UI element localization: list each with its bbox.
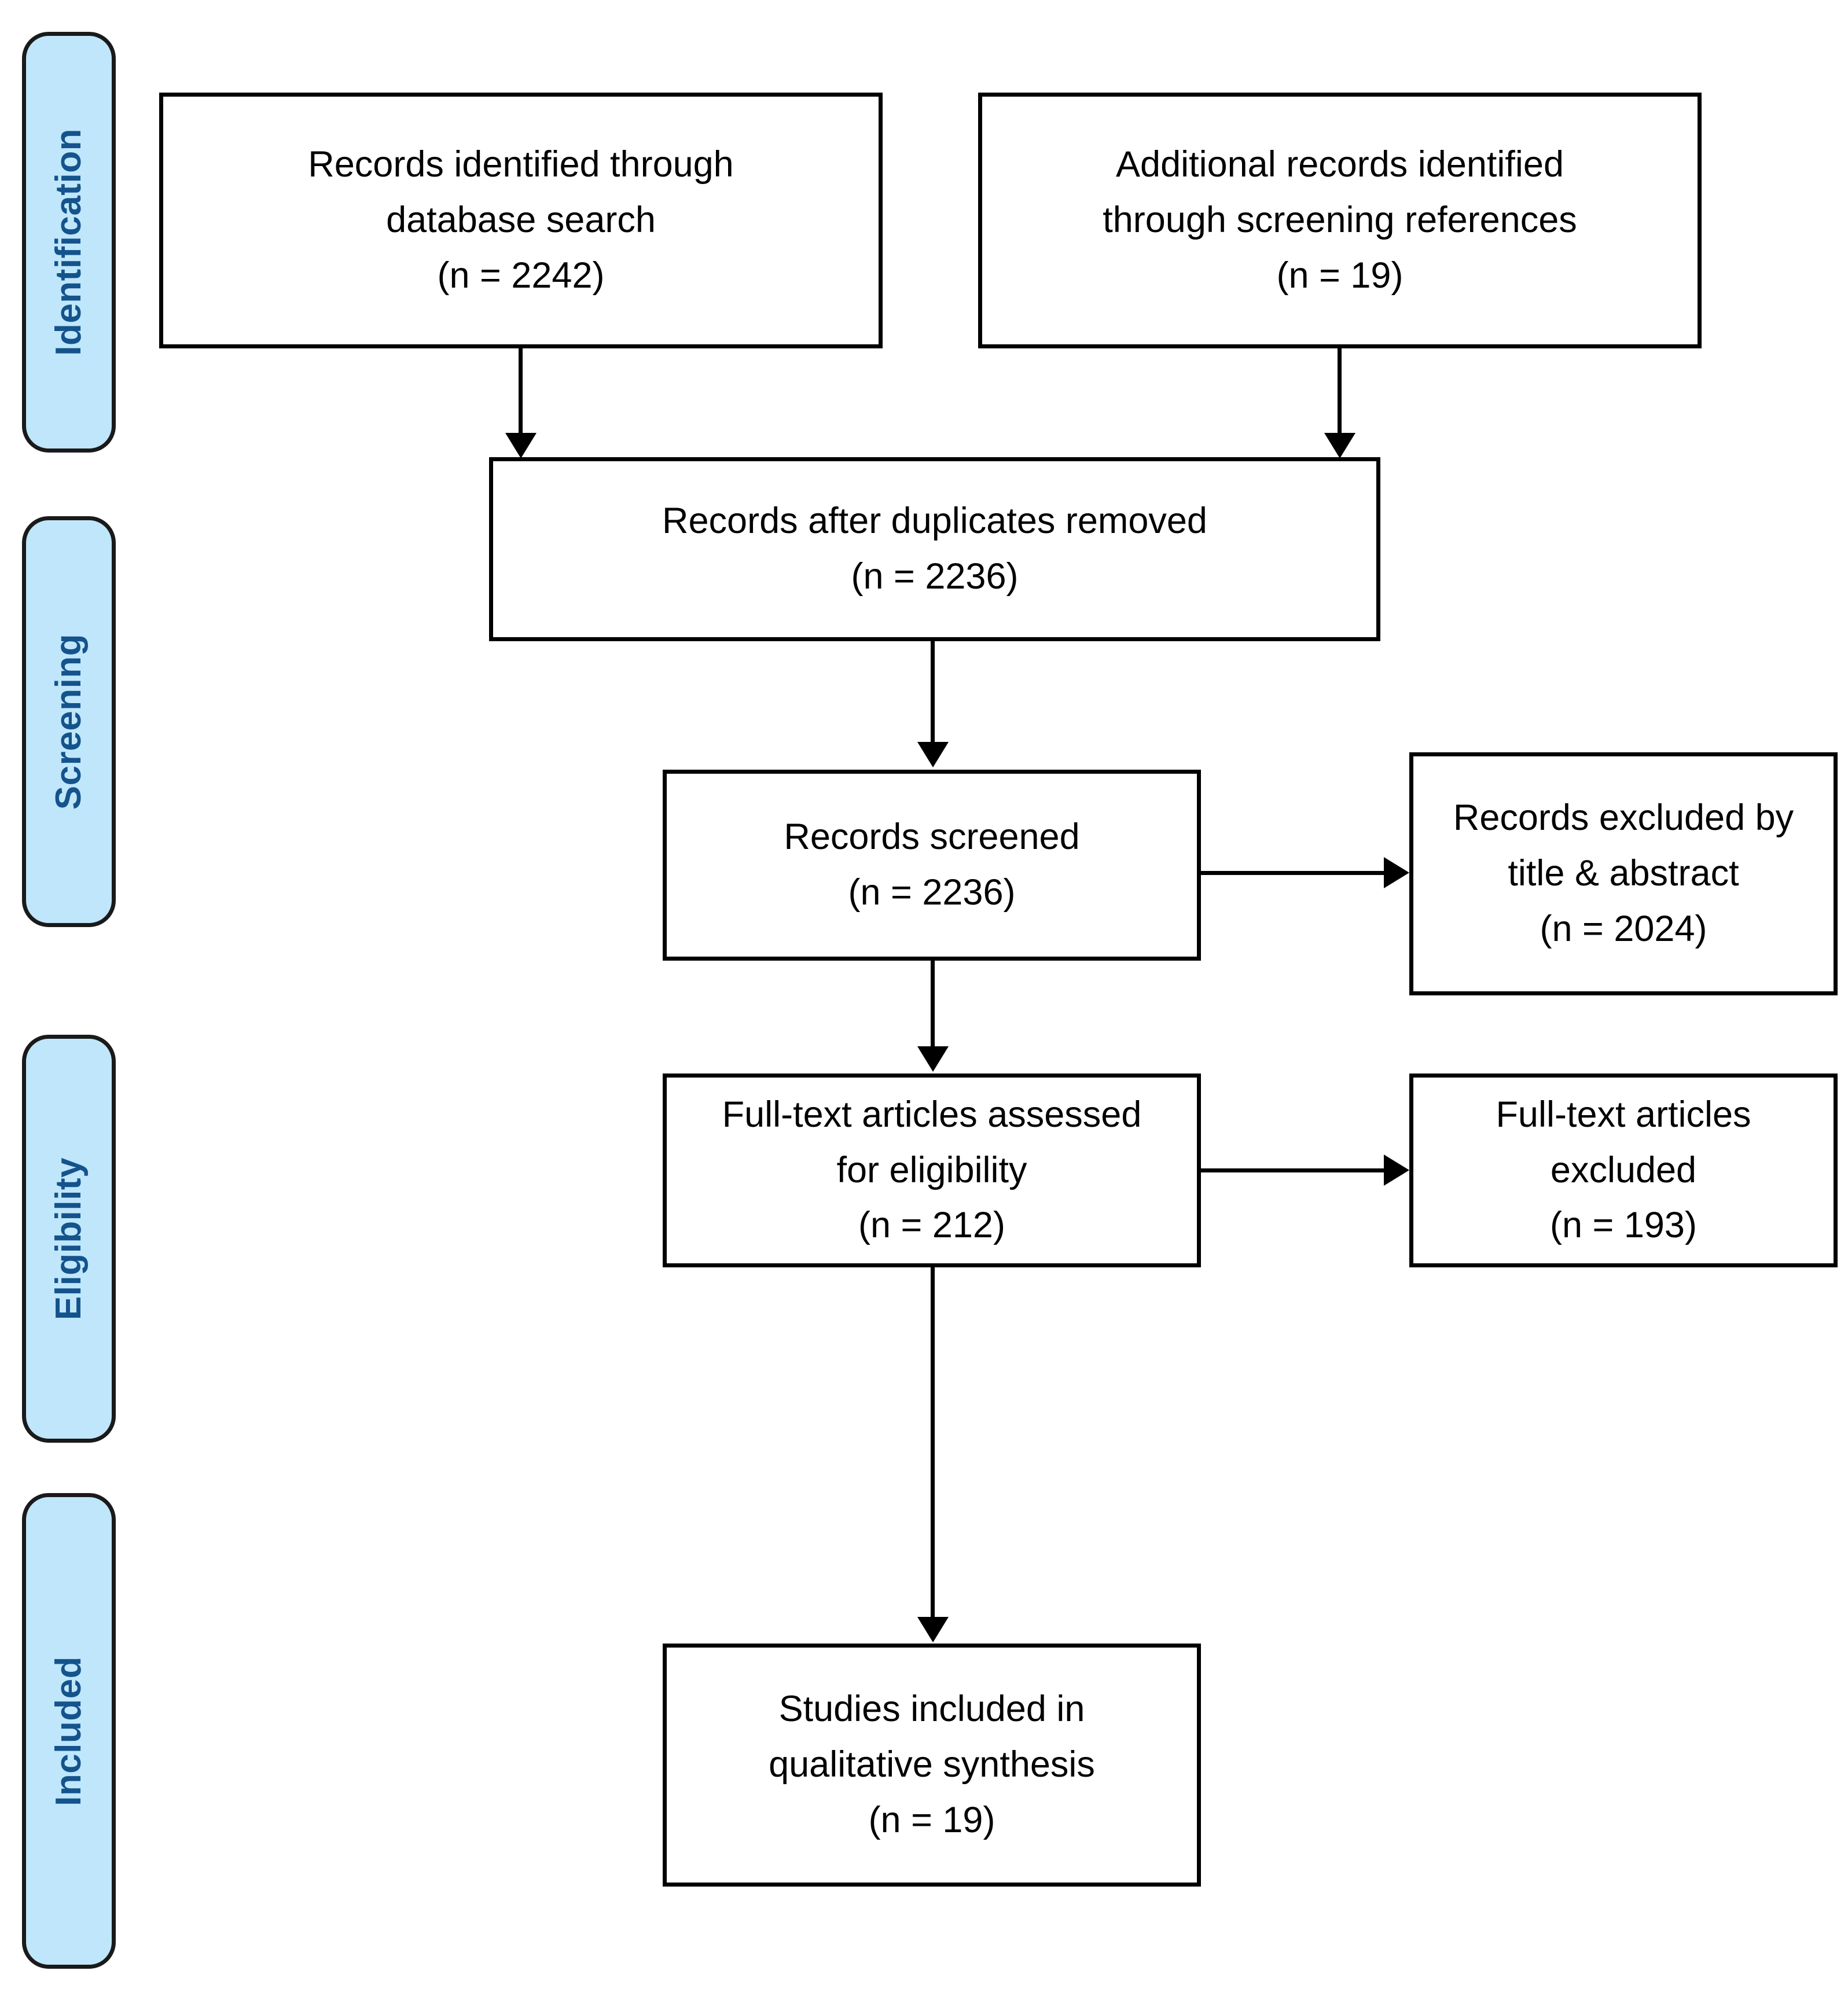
box-fulltext-excluded-line-2: excluded [1550, 1149, 1697, 1190]
arrowhead-duplicates-to-screened [917, 742, 949, 767]
box-records-identified-line-1: Records identified through [308, 144, 734, 185]
box-studies-included-line-2: qualitative synthesis [769, 1744, 1095, 1785]
box-records-excluded: Records excluded by title & abstract (n … [1409, 752, 1838, 995]
box-after-duplicates-line-1: Records after duplicates removed [662, 501, 1207, 542]
box-fulltext-excluded-line-1: Full-text articles [1496, 1094, 1751, 1135]
box-additional-records-count: (n = 19) [1276, 255, 1404, 296]
phase-bar-identification: Identification [22, 32, 116, 453]
connector-additional-to-duplicates [1338, 348, 1342, 440]
box-records-excluded-line-2: title & abstract [1508, 853, 1739, 894]
box-fulltext-assessed: Full-text articles assessed for eligibil… [663, 1073, 1201, 1267]
phase-bar-eligibility: Eligibility [22, 1035, 116, 1443]
box-additional-records-line-1: Additional records identified [1116, 144, 1564, 185]
box-after-duplicates-count: (n = 2236) [851, 556, 1019, 597]
box-fulltext-excluded: Full-text articles excluded (n = 193) [1409, 1073, 1838, 1267]
box-studies-included-line-1: Studies included in [778, 1689, 1085, 1730]
connector-screened-to-fulltext [931, 961, 935, 1050]
box-fulltext-excluded-count: (n = 193) [1550, 1205, 1697, 1246]
box-fulltext-assessed-count: (n = 212) [858, 1205, 1005, 1246]
arrowhead-screened-to-fulltext [917, 1046, 949, 1072]
connector-identified-to-duplicates [519, 348, 523, 440]
phase-label-included: Included [49, 1656, 89, 1806]
connector-fulltext-to-excluded [1201, 1168, 1386, 1172]
phase-bar-included: Included [22, 1493, 116, 1969]
box-additional-records: Additional records identified through sc… [978, 93, 1702, 348]
phase-label-eligibility: Eligibility [49, 1157, 89, 1321]
box-records-screened: Records screened (n = 2236) [663, 770, 1201, 961]
box-records-screened-count: (n = 2236) [848, 872, 1016, 913]
box-after-duplicates: Records after duplicates removed (n = 22… [489, 457, 1380, 641]
box-records-excluded-line-1: Records excluded by [1453, 797, 1794, 839]
connector-fulltext-to-included [931, 1267, 935, 1620]
arrowhead-identified-to-duplicates [505, 433, 537, 458]
box-records-identified: Records identified through database sear… [159, 93, 883, 348]
connector-duplicates-to-screened [931, 641, 935, 745]
arrowhead-additional-to-duplicates [1324, 433, 1355, 458]
box-records-excluded-count: (n = 2024) [1540, 908, 1707, 949]
box-studies-included: Studies included in qualitative synthesi… [663, 1644, 1201, 1887]
arrowhead-fulltext-to-included [917, 1617, 949, 1642]
box-records-screened-line-1: Records screened [784, 817, 1080, 858]
connector-screened-to-excluded [1201, 871, 1386, 875]
phase-label-screening: Screening [49, 633, 89, 810]
box-additional-records-line-2: through screening references [1103, 200, 1577, 241]
phase-label-identification: Identification [49, 128, 89, 356]
box-studies-included-count: (n = 19) [868, 1799, 995, 1840]
arrowhead-fulltext-to-excluded [1384, 1155, 1409, 1186]
box-fulltext-assessed-line-1: Full-text articles assessed [722, 1094, 1142, 1135]
box-records-identified-count: (n = 2242) [437, 255, 605, 296]
arrowhead-screened-to-excluded [1384, 857, 1409, 888]
phase-bar-screening: Screening [22, 516, 116, 927]
box-fulltext-assessed-line-2: for eligibility [836, 1149, 1027, 1190]
box-records-identified-line-2: database search [386, 200, 656, 241]
